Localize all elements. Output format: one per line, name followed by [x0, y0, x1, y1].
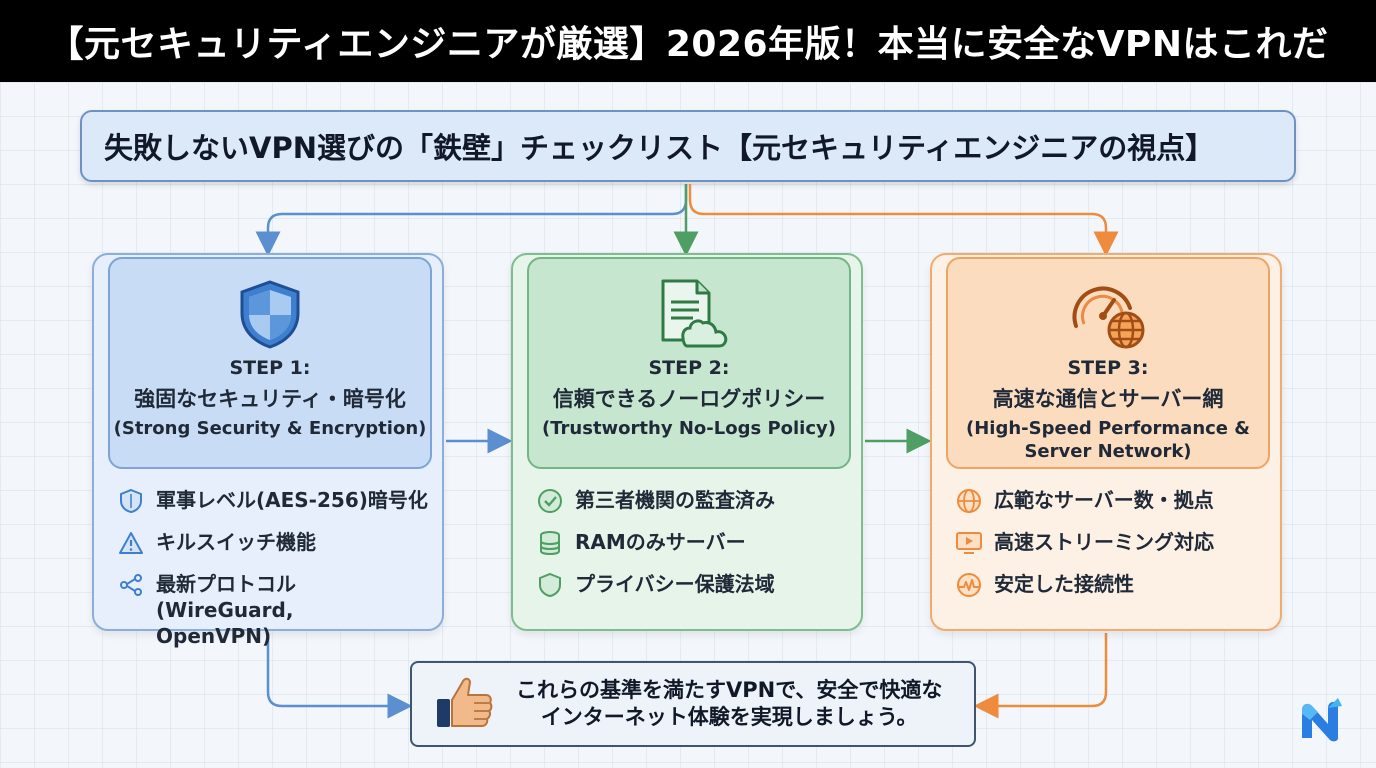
step1-title: 強固なセキュリティ・暗号化: [134, 387, 406, 411]
globe-icon: [954, 487, 984, 515]
feature-text: RAMのみサーバー: [575, 530, 746, 554]
step2-title: 信頼できるノーログポリシー: [552, 387, 826, 411]
step1-panel: STEP 1: 強固なセキュリティ・暗号化 (Strong Security &…: [92, 253, 444, 648]
feature-text: 軍事レベル(AES-256)暗号化: [156, 488, 428, 512]
conclusion-text: これらの基準を満たすVPNで、安全で快適な インターネット体験を実現しましょう。: [516, 677, 943, 729]
document-cloud-icon: [649, 279, 729, 349]
step2-features: 第三者機関の監査済み RAMのみサーバー プライバシー保護法域: [535, 487, 851, 613]
feature-text: 第三者機関の監査済み: [575, 488, 775, 512]
feature-text: プライバシー保護法域: [575, 572, 775, 596]
step2-panel: STEP 2: 信頼できるノーログポリシー (Trustworthy No-Lo…: [511, 253, 863, 631]
checklist-title-box: 失敗しないVPN選びの「鉄壁」チェックリスト【元セキュリティエンジニアの視点】: [80, 110, 1296, 182]
feature-text: 広範なサーバー数・拠点: [994, 488, 1214, 512]
step2-label: STEP 2:: [648, 357, 730, 379]
database-icon: [535, 529, 565, 557]
step1-subtitle: (Strong Security & Encryption): [113, 418, 427, 439]
list-item: プライバシー保護法域: [535, 571, 851, 599]
checklist-title: 失敗しないVPN選びの「鉄壁」チェックリスト【元セキュリティエンジニアの視点】: [104, 131, 1215, 165]
shield-icon: [237, 279, 303, 349]
step3-title: 高速な通信とサーバー網: [992, 387, 1224, 411]
list-item: 安定した接続性: [954, 571, 1270, 599]
feature-text: キルスイッチ機能: [156, 530, 316, 554]
step3-label: STEP 3:: [1067, 357, 1149, 379]
signal-wave-icon: [954, 571, 984, 599]
list-item: キルスイッチ機能: [116, 529, 432, 557]
list-item: RAMのみサーバー: [535, 529, 851, 557]
step3-features: 広範なサーバー数・拠点 高速ストリーミング対応 安定した接続性: [954, 487, 1270, 613]
warning-triangle-icon: [116, 529, 146, 557]
step2-subtitle: (Trustworthy No-Logs Policy): [542, 418, 836, 439]
step3-card: STEP 3: 高速な通信とサーバー網 (High-Speed Performa…: [946, 257, 1270, 469]
list-item: 広範なサーバー数・拠点: [954, 487, 1270, 515]
network-nodes-icon: [116, 571, 146, 599]
shield-outline-icon: [116, 487, 146, 515]
step3-subtitle: (High-Speed Performance & Server Network…: [966, 418, 1250, 463]
step1-label: STEP 1:: [229, 357, 311, 379]
list-item: 高速ストリーミング対応: [954, 529, 1270, 557]
step2-card: STEP 2: 信頼できるノーログポリシー (Trustworthy No-Lo…: [527, 257, 851, 469]
list-item: 第三者機関の監査済み: [535, 487, 851, 515]
speedometer-globe-icon: [1068, 279, 1148, 349]
shield-outline-icon: [535, 571, 565, 599]
conclusion-box: これらの基準を満たすVPNで、安全で快適な インターネット体験を実現しましょう。: [410, 661, 976, 747]
step1-features: 軍事レベル(AES-256)暗号化 キルスイッチ機能 最新プロトコル(WireG…: [116, 487, 432, 663]
page-title: 【元セキュリティエンジニアが厳選】2026年版！本当に安全なVPNはこれだ: [0, 0, 1376, 82]
list-item: 最新プロトコル(WireGuard, OpenVPN): [116, 571, 432, 649]
feature-text: 安定した接続性: [994, 572, 1134, 596]
step1-card: STEP 1: 強固なセキュリティ・暗号化 (Strong Security &…: [108, 257, 432, 469]
list-item: 軍事レベル(AES-256)暗号化: [116, 487, 432, 515]
step3-panel: STEP 3: 高速な通信とサーバー網 (High-Speed Performa…: [930, 253, 1282, 631]
thumbs-up-icon: [434, 673, 494, 735]
feature-text: 高速ストリーミング対応: [994, 530, 1214, 554]
play-screen-icon: [954, 529, 984, 557]
brand-logo: [1298, 694, 1346, 742]
check-circle-icon: [535, 487, 565, 515]
feature-text: 最新プロトコル(WireGuard, OpenVPN): [156, 572, 296, 648]
